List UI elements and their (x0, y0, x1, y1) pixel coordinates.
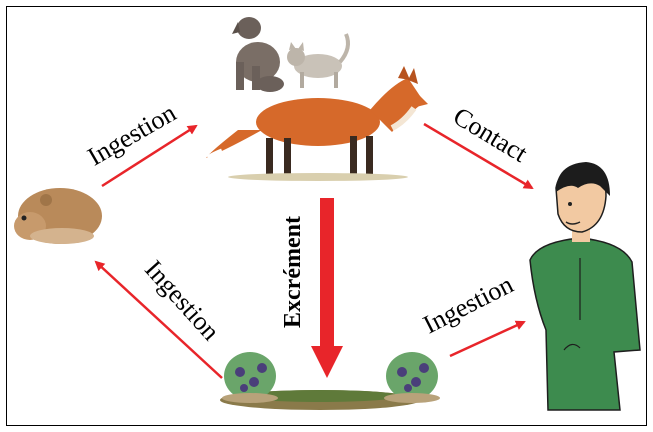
vole-icon (14, 188, 102, 244)
label-ingestion-bottom-left: Ingestion (139, 255, 225, 346)
arrow-plant-to-man (450, 322, 524, 356)
label-contact: Contact (448, 101, 533, 168)
berry-plant-icon (384, 352, 440, 403)
berry-plant-icon (222, 352, 278, 403)
label-excrement: Excrément (280, 216, 306, 328)
cat-icon (287, 34, 348, 88)
man-icon (530, 162, 640, 410)
label-ingestion-bottom-right: Ingestion (418, 270, 517, 340)
dog-icon (232, 17, 284, 92)
label-ingestion-top-left: Ingestion (83, 98, 181, 171)
arrow-fox-to-soil (311, 198, 343, 378)
